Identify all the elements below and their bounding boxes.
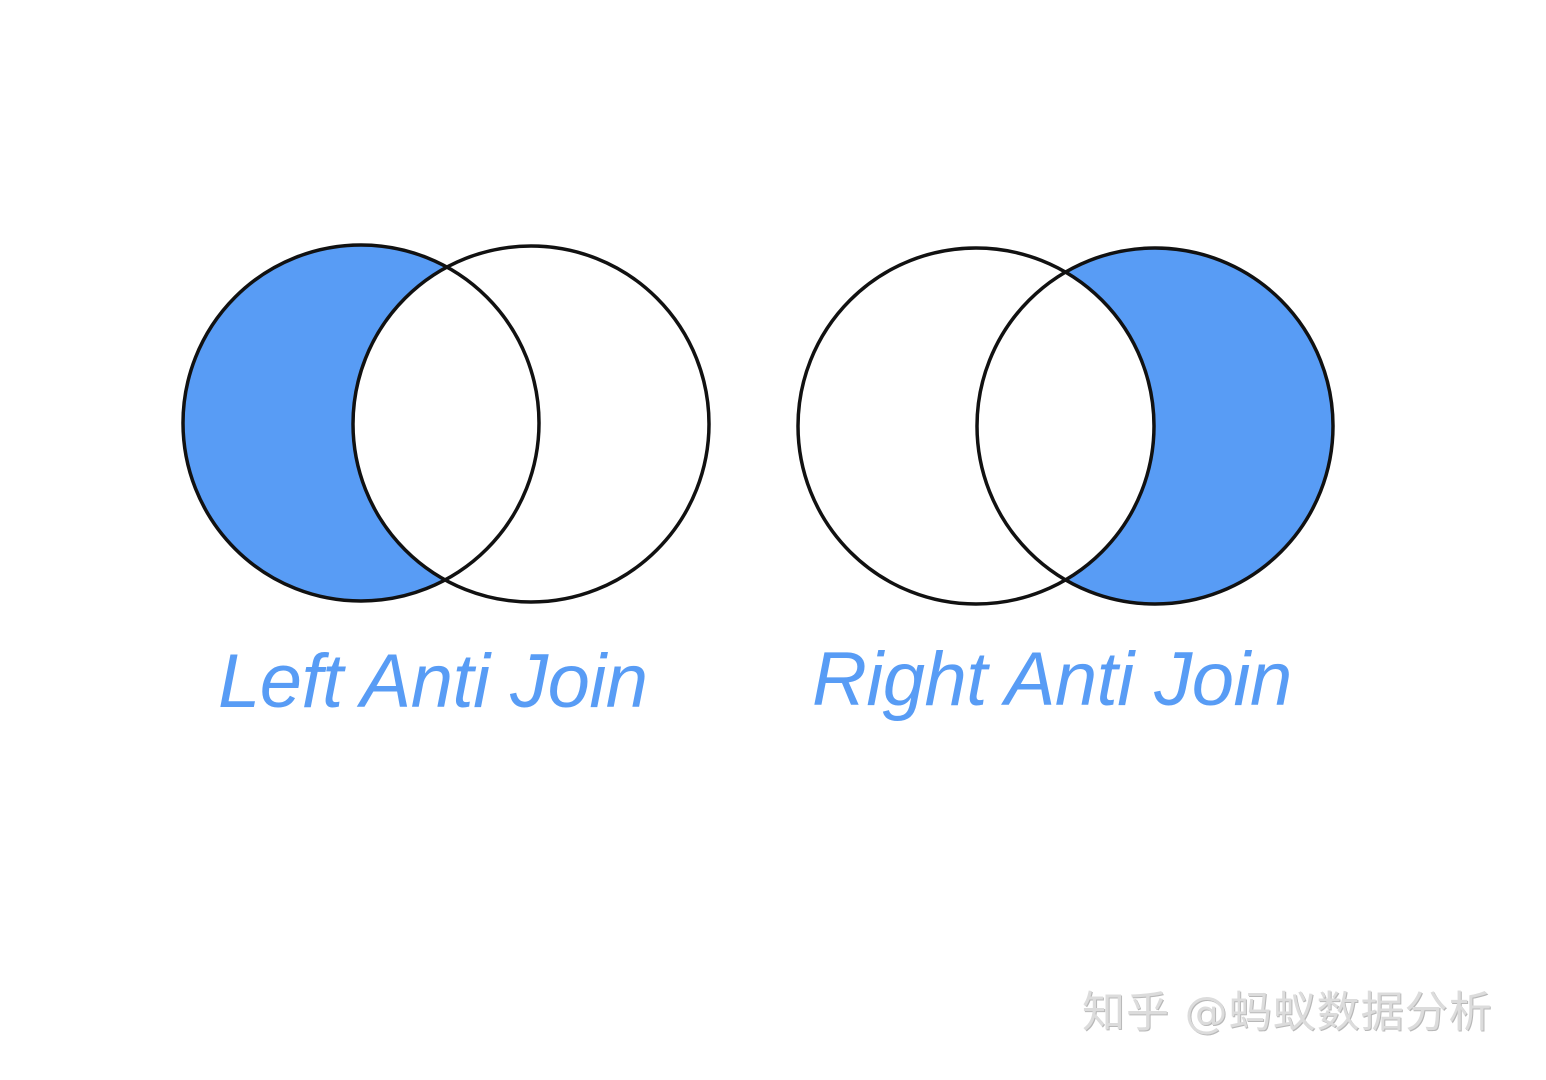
right-anti-join-label: Right Anti Join <box>812 637 1292 722</box>
left-set-circle <box>796 246 1156 606</box>
watermark-text: 知乎 @蚂蚁数据分析 <box>1082 988 1493 1038</box>
left-anti-join-label: Left Anti Join <box>218 639 648 724</box>
right-set-circle <box>975 246 1335 606</box>
